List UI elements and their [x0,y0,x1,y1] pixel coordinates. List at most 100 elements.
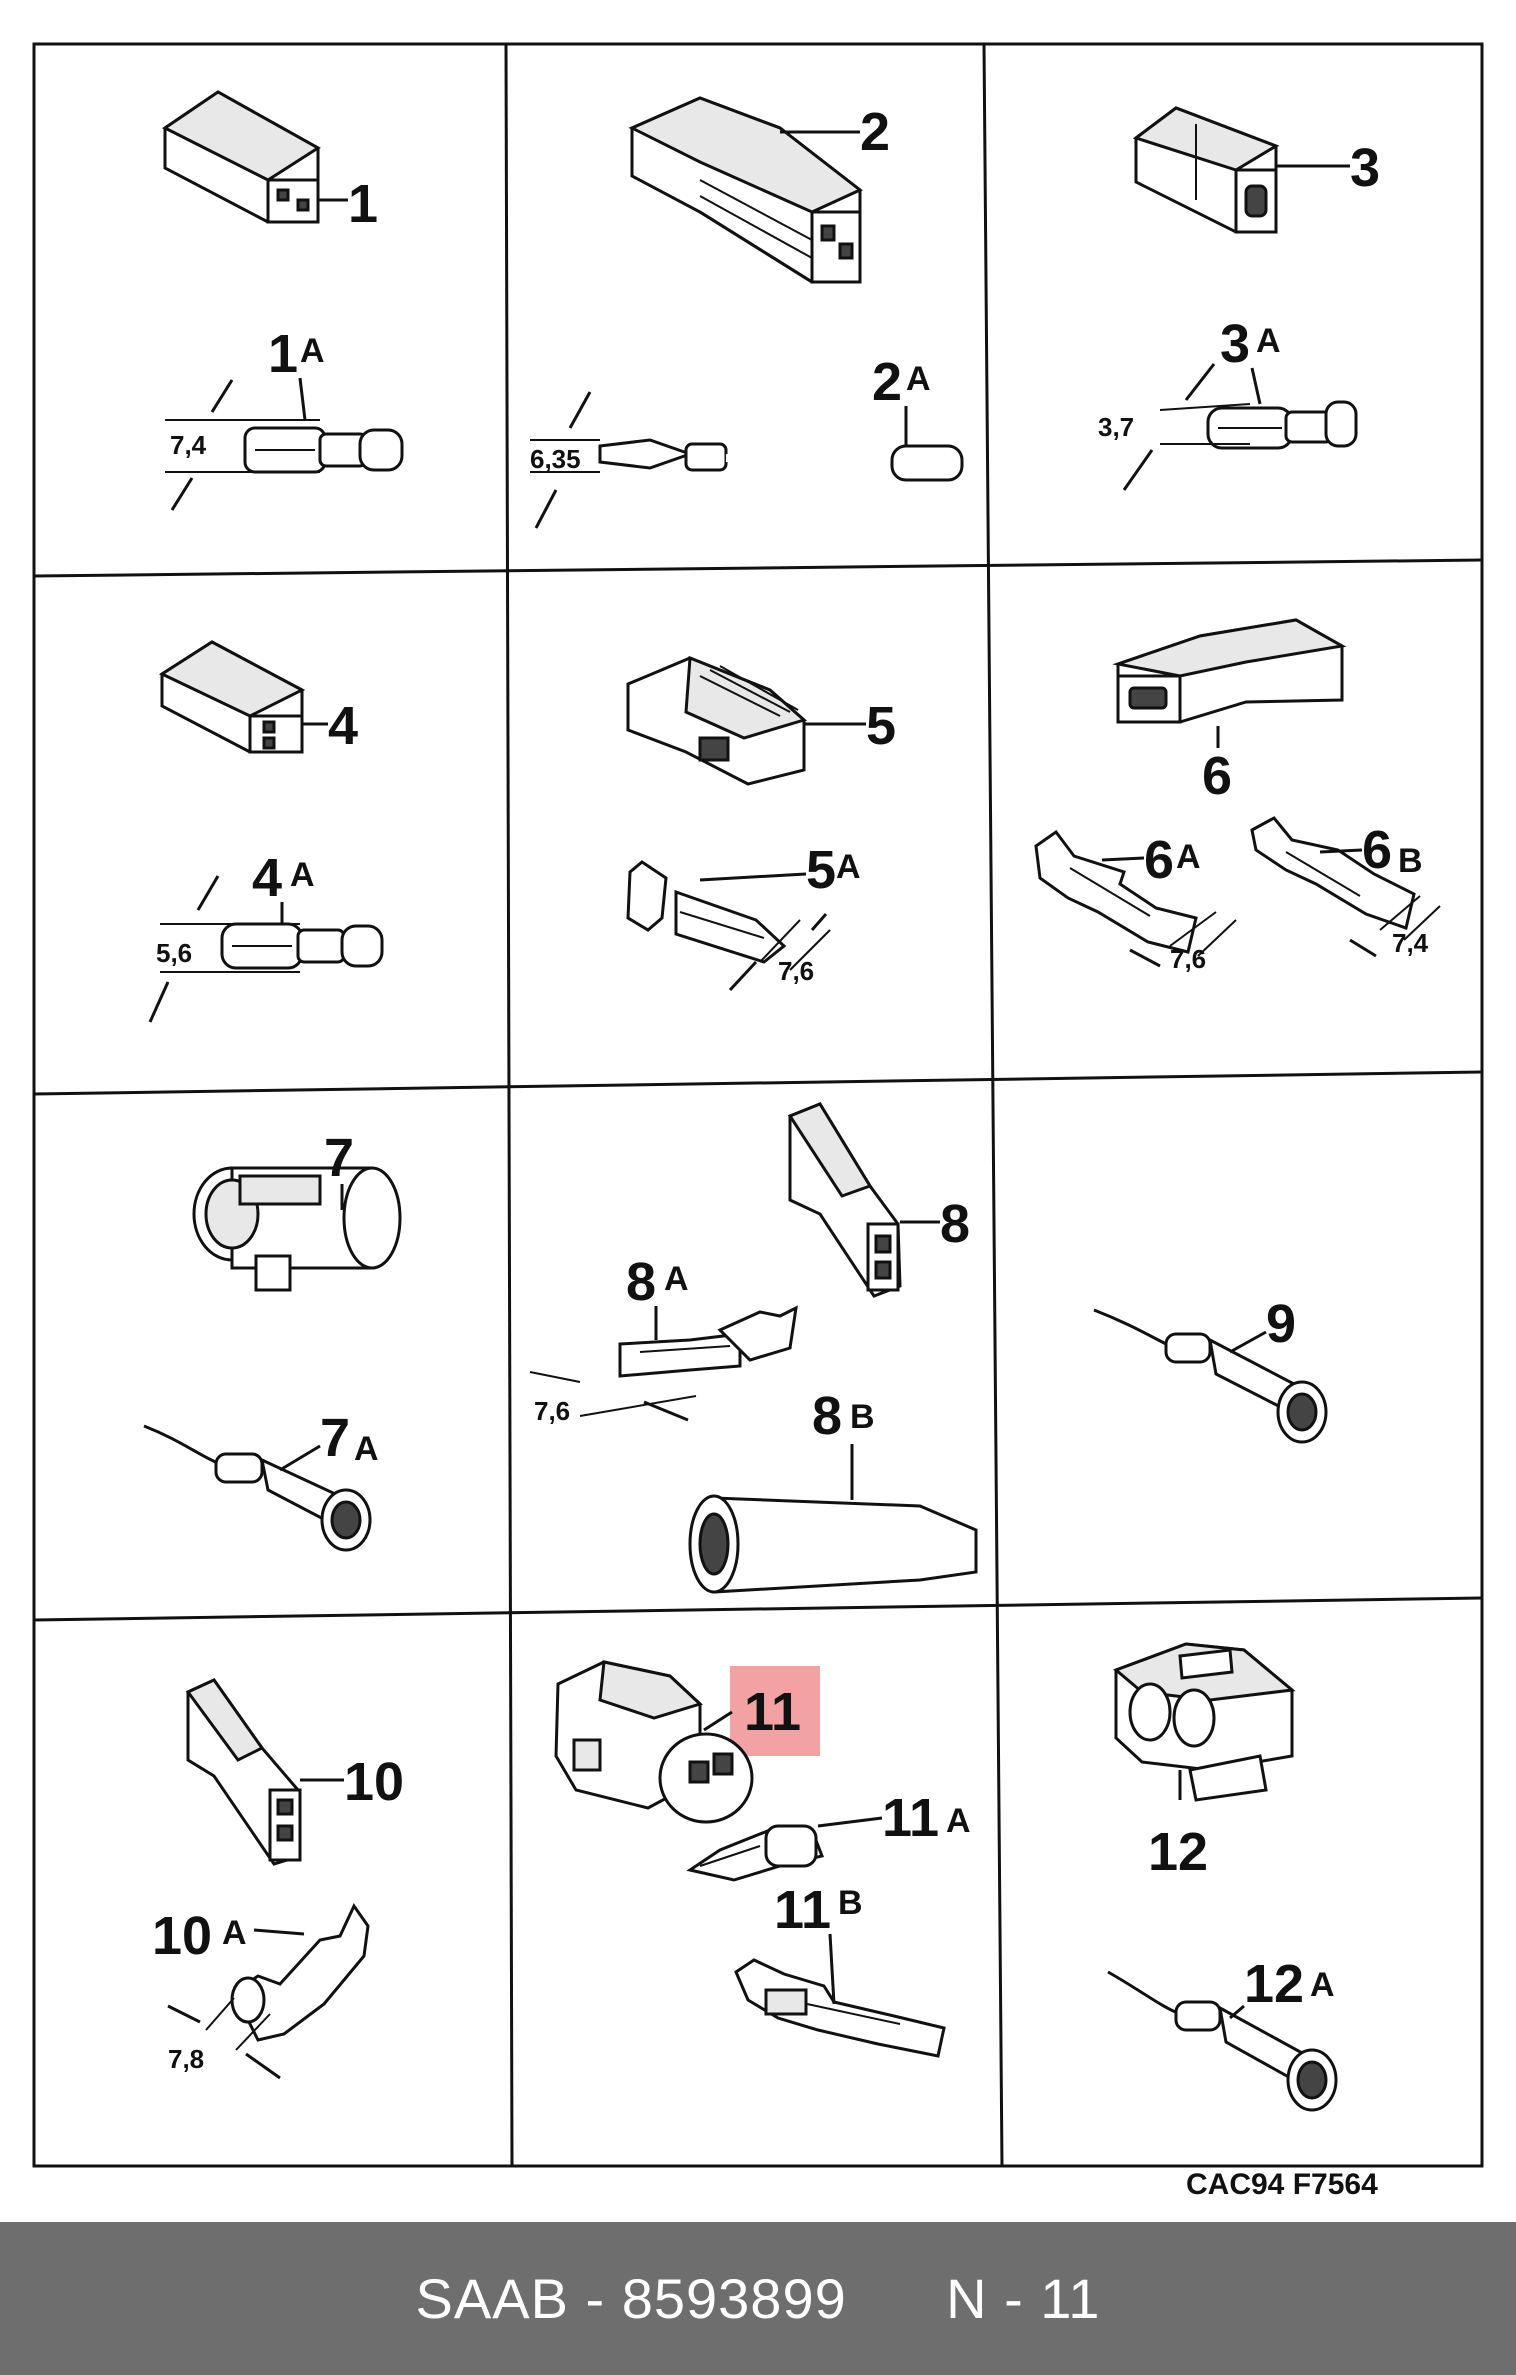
callout-8a-suffix: A [664,1260,689,1298]
callout-1: 1 [348,174,378,234]
callout-1a-suffix: A [300,332,325,370]
callout-10a-suffix: A [222,1914,247,1952]
terminal-11a [686,1824,825,1882]
terminal-3a [1206,400,1358,450]
cell-2: 2 2 A 6,35 [530,96,964,529]
terminal-7a [143,1424,372,1552]
dimension-6b: 7,4 [1392,928,1429,958]
grid-border [32,42,1484,2168]
terminal-2a [598,438,964,482]
terminal-10a [230,1903,370,2042]
callout-7a-suffix: A [354,1430,379,1468]
dimension-3a: 3,7 [1098,412,1134,442]
dimension-2a: 6,35 [530,444,581,474]
cell-10: 10 10 A 7,8 [152,1678,404,2080]
position-code: N - 11 [946,2267,1101,2330]
callout-4a-suffix: A [290,856,315,894]
callout-8b-suffix: B [850,1398,875,1436]
callout-3a-main: 3 [1220,314,1250,374]
terminal-4a [220,922,384,970]
callout-10: 10 [344,1752,404,1812]
callout-4a-main: 4 [252,848,282,908]
cell-4: 4 4 A 5,6 [148,640,384,1023]
connector-housing-8 [787,1102,902,1298]
callout-9: 9 [1266,1294,1296,1354]
cell-8: 8 8 A 7,6 8 B [529,1102,978,1594]
part-number: 8593899 [621,2267,847,2330]
connector-housing-3 [1132,106,1280,234]
connector-housing-4 [158,640,306,754]
grid-row-line-2 [33,1070,1483,1096]
callout-8b-main: 8 [812,1386,842,1446]
dimension-6a: 7,6 [1170,944,1206,974]
diagram-grid [32,42,1484,2168]
dimension-5a: 7,6 [778,956,814,986]
callout-5: 5 [866,696,896,756]
callout-12: 12 [1148,1822,1208,1882]
callout-6a-suffix: A [1176,838,1201,876]
callout-6: 6 [1202,746,1232,806]
cell-1: 1 1 A 7,4 [162,90,404,511]
cell-6: 6 6 A 7,6 6 B 7,4 [1034,618,1441,974]
callout-3: 3 [1350,138,1380,198]
callout-11a-suffix: A [946,1802,971,1840]
callout-3a-suffix: A [1256,322,1281,360]
connector-housing-12 [1113,1642,1296,1802]
callout-11a-main: 11 [882,1788,939,1848]
terminal-12a [1107,1970,1338,2112]
boot-8b [688,1494,978,1594]
terminal-9 [1093,1308,1328,1444]
callout-2a-suffix: A [906,360,931,398]
callout-7: 7 [324,1128,354,1188]
terminal-5a [626,860,787,964]
connector-housing-10 [185,1678,302,1866]
callout-8a-main: 8 [626,1252,656,1312]
terminal-8a [529,1305,798,1378]
callout-11b-main: 11 [774,1880,831,1940]
footer-gap [847,2267,946,2330]
grid-col-line-1 [504,43,514,2167]
callout-2: 2 [860,102,890,162]
connector-housing-5 [626,655,808,786]
connector-housing-11 [554,1660,754,1824]
callout-5a-suffix: A [836,848,861,886]
grid-row-line-3 [33,1596,1483,1622]
cell-9: 9 [1093,1294,1328,1444]
drawing-code: CAC94 F7564 [1186,2168,1378,2201]
callout-8: 8 [940,1194,970,1254]
callout-6a-main: 6 [1144,830,1174,890]
connector-housing-2 [628,96,863,284]
terminal-1a [243,426,404,474]
cell-12: 12 12 A [1107,1642,1338,2112]
connector-housing-1 [162,90,321,224]
terminal-11b [734,1958,946,2058]
callout-11b-suffix: B [838,1884,863,1922]
terminal-6b [1250,816,1416,930]
dimension-10a: 7,8 [168,2044,204,2074]
callout-1a-main: 1 [268,324,298,384]
callout-4: 4 [328,696,358,756]
cell-5: 5 5 A 7,6 [626,655,896,992]
callout-10a-main: 10 [152,1906,212,1966]
callout-12a-main: 12 [1244,1954,1304,2014]
connector-housing-6 [1112,618,1347,724]
dimension-8a: 7,6 [534,1396,570,1426]
callout-7a-main: 7 [320,1408,350,1468]
footer-bar: SAAB - 8593899 N - 11 [0,2222,1516,2375]
callout-11-highlight [730,1666,820,1756]
cell-3: 3 3 A 3,7 [1098,106,1380,491]
callout-12a-suffix: A [1310,1966,1335,2004]
brand-name: SAAB [415,2267,569,2330]
footer-separator: - [568,2267,622,2330]
callout-6b-suffix: B [1398,842,1423,880]
parts-diagram: 1 1 A 7,4 2 2 [32,42,1484,2201]
callout-5a-main: 5 [806,840,836,900]
callout-6b-main: 6 [1362,820,1392,880]
grid-col-line-2 [982,43,1004,2167]
cell-7: 7 7 A [143,1128,402,1552]
callout-2a-main: 2 [872,352,902,412]
connector-housing-7 [192,1166,402,1292]
terminal-6a [1034,829,1198,954]
grid-row-line-1 [33,558,1483,578]
footer-caption: SAAB - 8593899 N - 11 [416,2266,1101,2331]
